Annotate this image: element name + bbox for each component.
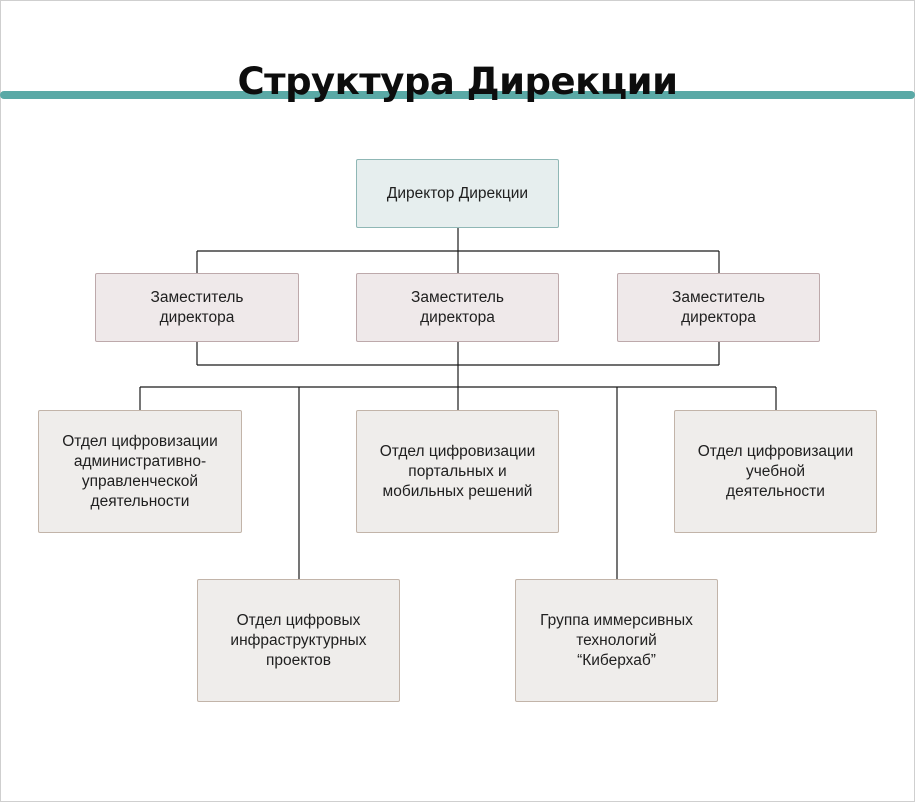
title-underline-bar [0, 91, 915, 99]
deputy-box: Заместитель директора [617, 273, 820, 342]
group-box: Группа иммерсивных технологий “Киберхаб” [515, 579, 718, 702]
department-box: Отдел цифровизации учебной деятельности [674, 410, 877, 533]
deputy-box: Заместитель директора [95, 273, 299, 342]
department-box: Отдел цифровизации портальных и мобильны… [356, 410, 559, 533]
director-box: Директор Дирекции [356, 159, 559, 228]
page-title: Структура Дирекции [237, 60, 678, 103]
department-box: Отдел цифровых инфраструктурных проектов [197, 579, 400, 702]
deputy-box: Заместитель директора [356, 273, 559, 342]
department-box: Отдел цифровизации административно- упра… [38, 410, 242, 533]
